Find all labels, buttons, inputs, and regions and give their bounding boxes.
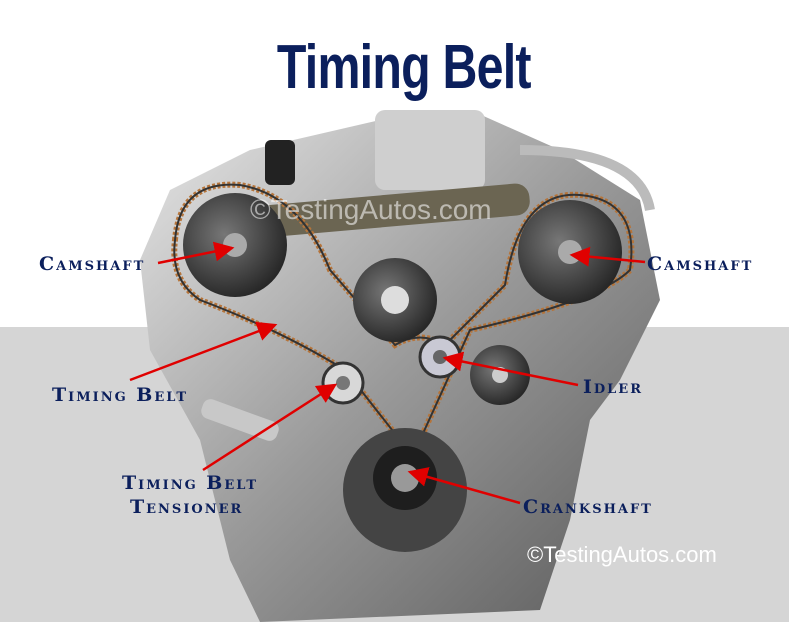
label-camshaft-right: Camshaft (647, 253, 754, 275)
label-timing-belt: Timing Belt (52, 384, 189, 406)
label-idler: Idler (583, 376, 644, 398)
camshaft-pulley-right (518, 200, 622, 304)
label-crankshaft: Crankshaft (523, 496, 653, 518)
diagram-title: Timing Belt (276, 33, 532, 102)
watermark-top: ©TestingAutos.com (250, 194, 492, 225)
timing-belt-path (171, 181, 635, 453)
water-pump-pulley (353, 258, 437, 342)
watermark-bottom: ©TestingAutos.com (527, 542, 717, 567)
label-camshaft-left: Camshaft (39, 253, 146, 275)
accessory-pulley (470, 345, 530, 405)
tensioner-pulley (321, 361, 365, 405)
crankshaft-pulley (343, 428, 467, 552)
label-tensioner-line1: Timing Belt (122, 472, 259, 494)
idler-pulley (418, 335, 462, 379)
label-tensioner-line2: Tensioner (130, 496, 244, 518)
